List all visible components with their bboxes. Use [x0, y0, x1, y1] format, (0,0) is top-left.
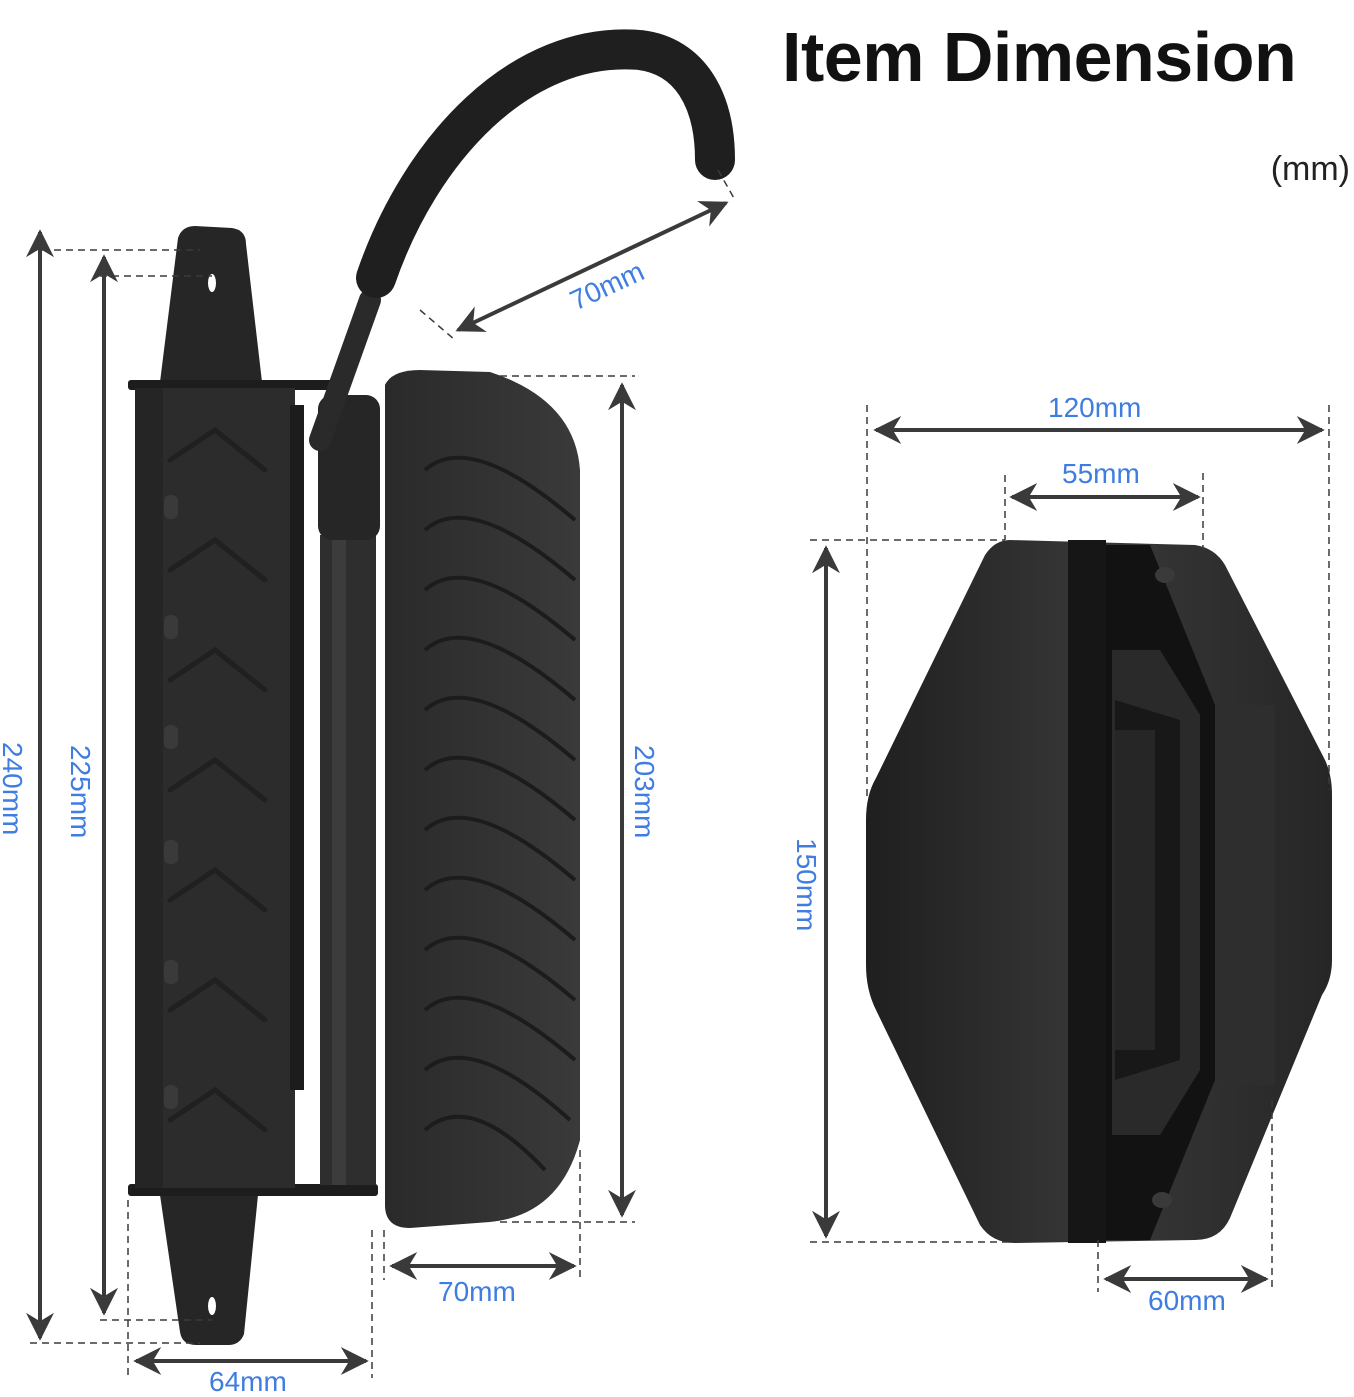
dimension-label-tire-pad-height: 203mm	[629, 745, 660, 839]
dimension-label-bracket-width: 64mm	[209, 1366, 287, 1397]
dimension-label-tire-pad-depth: 70mm	[438, 1276, 516, 1307]
dimension-label-top-width: 55mm	[1062, 458, 1140, 489]
unit-label: (mm)	[1270, 150, 1350, 188]
dimension-label-overall-width: 120mm	[1048, 392, 1142, 423]
page-title: Item Dimension	[782, 18, 1297, 96]
side-view-product	[128, 29, 735, 1345]
side-view-dimension-lines	[26, 169, 736, 1378]
front-view-dimension-lines	[810, 405, 1330, 1293]
front-view-product	[866, 540, 1332, 1243]
dimension-label-mount-hole-spacing: 225mm	[65, 745, 96, 839]
dimension-label-total-height: 240mm	[0, 742, 28, 836]
dimension-label-bottom-width: 60mm	[1148, 1285, 1226, 1316]
dimension-label-height: 150mm	[791, 838, 822, 932]
